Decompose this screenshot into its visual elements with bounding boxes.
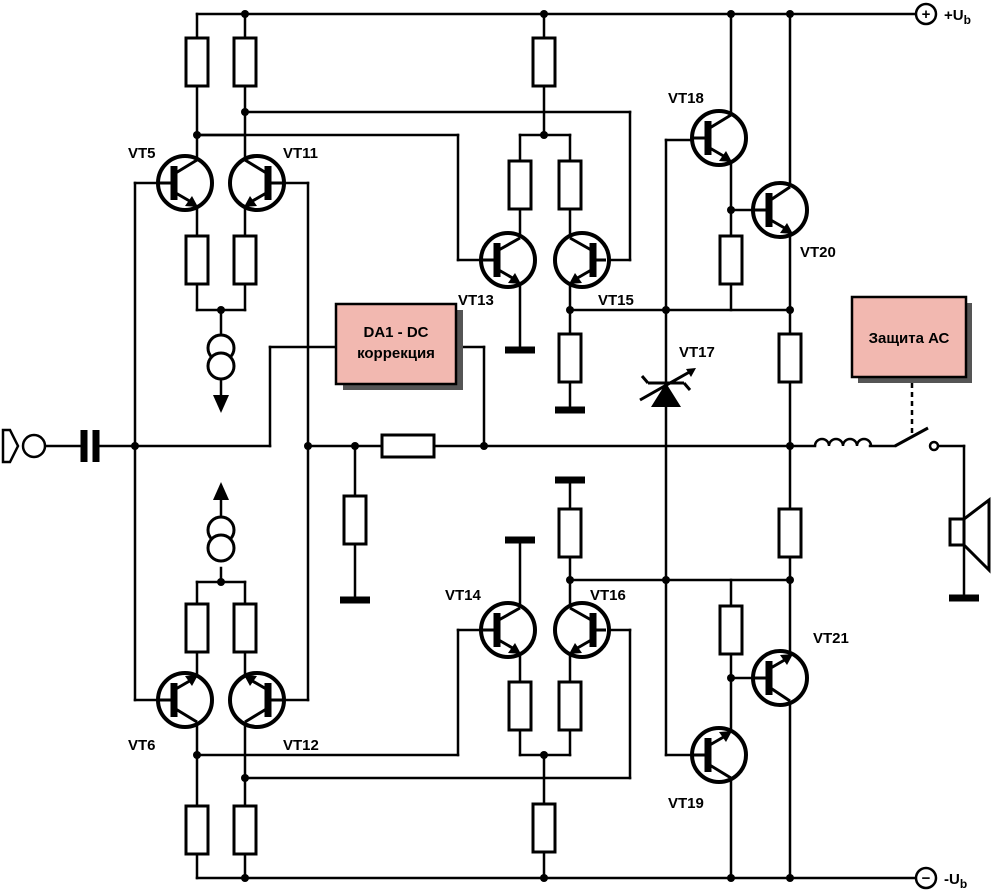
transistor-vt15 [553, 231, 611, 289]
resistor [232, 234, 258, 286]
label-vt12: VT12 [283, 737, 319, 754]
resistor [380, 433, 436, 459]
resistor [531, 802, 557, 854]
transistor-vt16 [553, 601, 611, 659]
label-vt5: VT5 [128, 145, 156, 162]
input-capacitor [80, 430, 100, 462]
resistor [184, 234, 210, 286]
plus-symbol: + [922, 6, 931, 23]
input-terminal [1, 428, 47, 464]
resistor [777, 332, 803, 384]
ground-symbols [340, 346, 979, 604]
transistor-vt6 [156, 671, 214, 729]
resistor [718, 604, 744, 656]
positive-rail-label: +Ub [944, 7, 971, 27]
transistor-vt13 [479, 231, 537, 289]
resistor [507, 159, 533, 211]
resistor [232, 804, 258, 856]
dc-correction-block: DA1 - DC коррекция [334, 302, 463, 390]
label-vt13: VT13 [458, 292, 494, 309]
resistor [342, 494, 368, 546]
resistor [184, 36, 210, 88]
label-vt21: VT21 [813, 630, 849, 647]
output-inductor [813, 437, 873, 447]
resistor [232, 602, 258, 654]
current-source-top [206, 333, 236, 413]
positive-rail-terminal: + +Ub [914, 2, 971, 27]
resistor [232, 36, 258, 88]
speaker-icon [948, 496, 991, 574]
transistor-vt20 [751, 181, 809, 239]
transistor-vt5 [156, 154, 214, 212]
resistor [531, 36, 557, 88]
transistor-vt14 [479, 601, 537, 659]
speaker-protection-label: Защита АС [869, 330, 950, 347]
resistor [184, 602, 210, 654]
current-source-bottom [206, 482, 236, 563]
resistor [777, 507, 803, 559]
dc-correction-title: DA1 - DC [363, 324, 428, 341]
label-vt11: VT11 [283, 145, 318, 162]
transistor-vt12 [228, 671, 286, 729]
wires [43, 12, 966, 880]
minus-symbol: − [922, 870, 931, 887]
label-vt18: VT18 [668, 90, 704, 107]
label-vt19: VT19 [668, 795, 704, 812]
label-vt6: VT6 [128, 737, 156, 754]
resistor [557, 159, 583, 211]
label-vt20: VT20 [800, 244, 836, 261]
protection-relay-switch [894, 383, 940, 452]
transistor-vt21 [751, 649, 809, 707]
negative-rail-label: -Ub [944, 871, 967, 891]
dc-correction-subtitle: коррекция [357, 345, 435, 362]
junction-dots [131, 10, 794, 882]
transistor-vt18 [690, 109, 748, 167]
zener-diode-vt17 [639, 368, 696, 407]
resistor [507, 680, 533, 732]
label-vt15: VT15 [598, 292, 634, 309]
label-vt17: VT17 [679, 344, 715, 361]
resistor [184, 804, 210, 856]
label-vt14: VT14 [445, 587, 482, 604]
transistor-labels: VT5 VT11 VT6 VT12 VT13 VT15 VT14 VT16 VT… [128, 90, 849, 812]
resistor [557, 507, 583, 559]
transistor-vt11 [228, 154, 286, 212]
label-vt16: VT16 [590, 587, 626, 604]
transistor-vt19 [690, 726, 748, 784]
speaker-protection-block: Защита АС [850, 295, 972, 383]
resistor [557, 680, 583, 732]
resistor [718, 234, 744, 286]
resistor [557, 332, 583, 384]
negative-rail-terminal: − -Ub [914, 866, 967, 891]
